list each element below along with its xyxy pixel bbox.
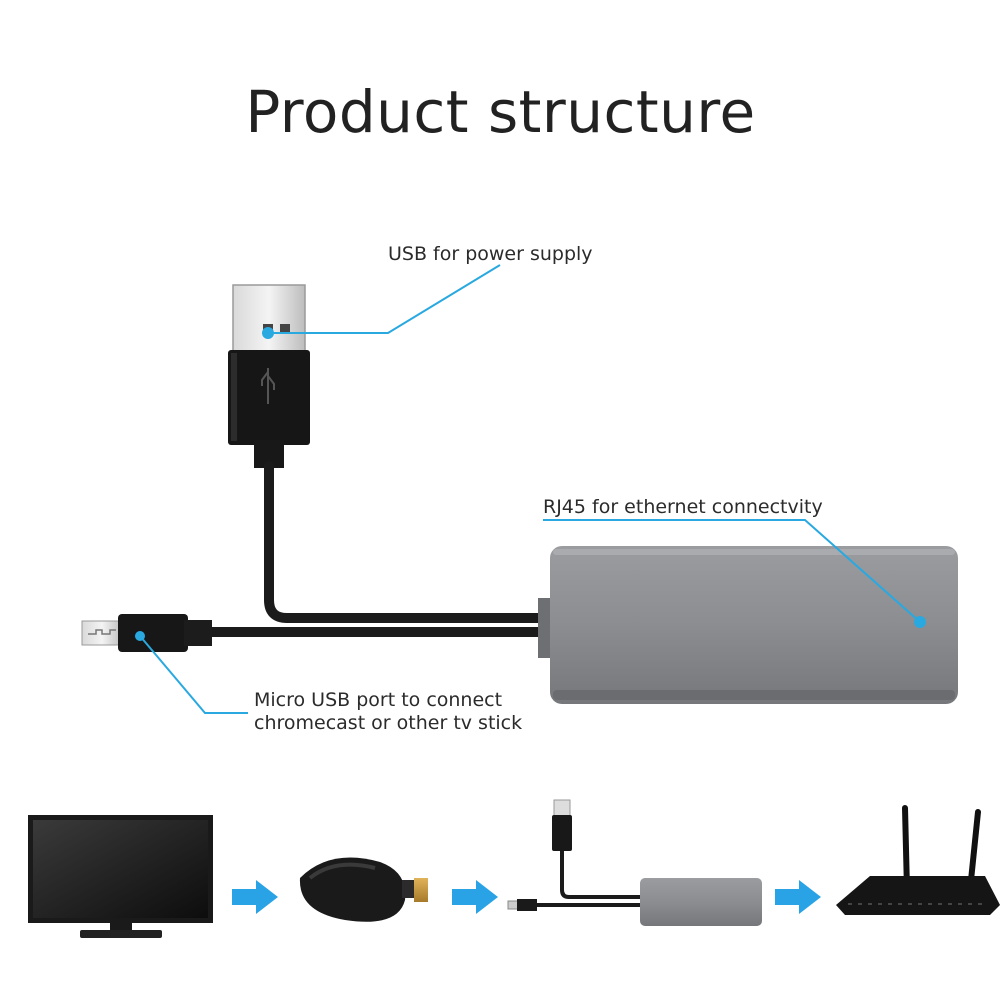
ethernet-adapter-icon (538, 546, 958, 704)
micro-usb-plug-icon (81, 614, 212, 652)
micro-usb-callout-dot (135, 631, 145, 641)
flow-arrow-1-icon (232, 880, 278, 914)
small-ethernet-adapter-icon (507, 799, 762, 926)
usb-a-plug-icon (228, 284, 310, 468)
chromecast-dongle-icon (299, 857, 428, 922)
label-micro-usb-line2: chromecast or other tv stick (254, 712, 523, 734)
label-rj45: RJ45 for ethernet connectvity (543, 496, 823, 518)
rj45-callout-dot (914, 616, 926, 628)
page-title: Product structure (245, 78, 756, 146)
flow-arrow-2-icon (452, 880, 498, 914)
leader-lines (139, 264, 921, 714)
label-usb-power: USB for power supply (388, 243, 593, 265)
flow-arrow-3-icon (775, 880, 821, 914)
tv-icon (28, 815, 213, 938)
router-icon (836, 805, 1000, 915)
cable-bundle (185, 461, 553, 637)
label-micro-usb-line1: Micro USB port to connect (254, 689, 503, 711)
usb-callout-dot (262, 327, 274, 339)
